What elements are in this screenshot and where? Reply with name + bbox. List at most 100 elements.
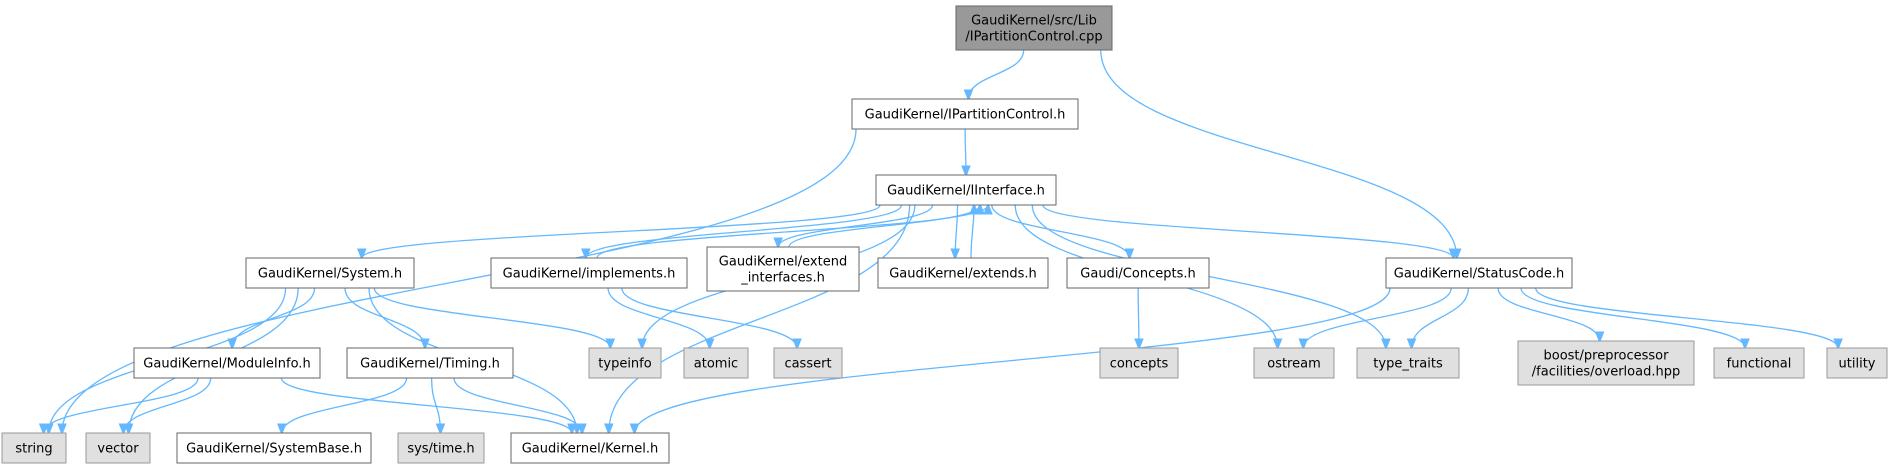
edge-line: [123, 377, 212, 433]
node-utility: utility: [1826, 347, 1888, 379]
node-label: GaudiKernel/Kernel.h: [522, 442, 659, 457]
edge-line: [971, 205, 974, 259]
edge-ipc-to-iinterface: [965, 128, 966, 175]
edge-line: [991, 204, 1130, 258]
node-box: [955, 5, 1113, 51]
edge-statuscode-to-ostream: [1303, 287, 1452, 348]
node-box: [875, 174, 1057, 206]
edge-line: [431, 377, 441, 433]
edge-line: [778, 204, 934, 247]
edge-timing-to-systime: [431, 377, 441, 433]
edge-implements-to-cassert: [621, 287, 797, 348]
node-box: [877, 257, 1049, 289]
edge-line: [44, 377, 199, 433]
edge-line: [1138, 287, 1139, 348]
node-label: functional: [1727, 357, 1792, 372]
node-box: [510, 432, 670, 464]
edge-statuscode-to-type_traits: [1412, 287, 1469, 348]
edge-moduleinfo-to-vector: [123, 377, 212, 433]
node-label: boost/preprocessor: [1544, 349, 1670, 364]
node-box: [1253, 347, 1335, 379]
node-extends[interactable]: GaudiKernel/extends.h: [877, 257, 1049, 289]
edge-line: [1303, 287, 1452, 348]
edge-timing-to-systembase: [282, 377, 408, 433]
node-system[interactable]: GaudiKernel/System.h: [245, 257, 415, 289]
node-label: GaudiKernel/Timing.h: [360, 357, 500, 372]
node-box: [245, 257, 415, 289]
node-label: string: [15, 442, 52, 457]
edge-line: [586, 204, 903, 258]
node-typeinfo: typeinfo: [588, 347, 662, 379]
node-implements[interactable]: GaudiKernel/implements.h: [490, 257, 688, 289]
edge-line: [1497, 287, 1600, 341]
node-box: [1826, 347, 1888, 379]
node-box: [1713, 347, 1805, 379]
edge-line: [607, 287, 710, 348]
node-vector: vector: [85, 432, 151, 464]
node-ostream: ostream: [1253, 347, 1335, 379]
node-moduleinfo[interactable]: GaudiKernel/ModuleInfo.h: [133, 347, 321, 379]
edge-statuscode-to-boost: [1497, 287, 1600, 341]
edge-iinterface-to-implements: [586, 204, 903, 258]
node-extend_interfaces[interactable]: GaudiKernel/extend_interfaces.h: [706, 246, 860, 292]
node-box: [683, 347, 749, 379]
node-label: concepts: [1110, 357, 1169, 372]
node-box: [397, 432, 485, 464]
node-boost: boost/preprocessor/facilities/overload.h…: [1517, 340, 1695, 386]
edge-extend_interfaces-to-iinterface: [788, 205, 980, 248]
node-box: [851, 98, 1079, 130]
node-box: [1385, 257, 1573, 289]
node-concepts: concepts: [1099, 347, 1179, 379]
node-ipc[interactable]: GaudiKernel/IPartitionControl.h: [851, 98, 1079, 130]
node-label: sys/time.h: [407, 442, 474, 457]
node-iinterface[interactable]: GaudiKernel/IInterface.h: [875, 174, 1057, 206]
node-label: typeinfo: [598, 357, 651, 372]
edge-line: [232, 287, 316, 348]
node-box: [1517, 340, 1695, 386]
node-functional: functional: [1713, 347, 1805, 379]
edge-line: [788, 205, 980, 248]
edge-root-to-statuscode: [1100, 49, 1457, 258]
edge-iinterface-to-extends: [955, 204, 957, 258]
edge-line: [634, 287, 1391, 433]
edge-system-to-timing: [344, 287, 425, 348]
edge-line: [373, 287, 610, 348]
edge-line: [965, 128, 966, 175]
node-string: string: [1, 432, 67, 464]
node-label: GaudiKernel/ModuleInfo.h: [143, 357, 310, 372]
node-label: GaudiKernel/implements.h: [503, 267, 676, 282]
node-timing[interactable]: GaudiKernel/Timing.h: [346, 347, 514, 379]
edge-statuscode-to-functional: [1520, 287, 1745, 348]
node-root[interactable]: GaudiKernel/src/Lib/IPartitionControl.cp…: [955, 5, 1113, 51]
node-statuscode[interactable]: GaudiKernel/StatusCode.h: [1385, 257, 1573, 289]
node-box: [706, 246, 860, 292]
node-label: GaudiKernel/System.h: [258, 267, 402, 282]
node-atomic: atomic: [683, 347, 749, 379]
edge-line: [1100, 49, 1457, 258]
node-box: [773, 347, 843, 379]
node-kernel[interactable]: GaudiKernel/Kernel.h: [510, 432, 670, 464]
edge-iinterface-to-extend_interfaces: [778, 204, 934, 247]
edge-line: [621, 287, 797, 348]
node-label: ostream: [1267, 357, 1321, 372]
edge-line: [968, 49, 1025, 99]
node-label: GaudiKernel/src/Lib: [971, 14, 1097, 29]
edge-implements-to-iinterface: [596, 205, 988, 259]
edge-line: [1535, 287, 1838, 348]
edge-concepts_h-to-concepts: [1138, 287, 1139, 348]
node-cassert: cassert: [773, 347, 843, 379]
edge-iinterface-to-system: [362, 204, 881, 258]
nodes-layer: GaudiKernel/src/Lib/IPartitionControl.cp…: [1, 5, 1888, 464]
edge-line: [1042, 204, 1453, 258]
edge-extends-to-iinterface: [971, 205, 974, 259]
edge-iinterface-to-concepts_h: [991, 204, 1130, 258]
node-systembase[interactable]: GaudiKernel/SystemBase.h: [176, 432, 372, 464]
edge-line: [596, 205, 988, 259]
edge-root-to-ipc: [968, 49, 1025, 99]
node-label: _interfaces.h: [740, 271, 825, 286]
node-concepts_h[interactable]: Gaudi/Concepts.h: [1066, 257, 1210, 289]
edge-line: [282, 377, 408, 433]
node-label: GaudiKernel/StatusCode.h: [1394, 267, 1564, 282]
edge-line: [1412, 287, 1469, 348]
edge-system-to-typeinfo: [373, 287, 610, 348]
